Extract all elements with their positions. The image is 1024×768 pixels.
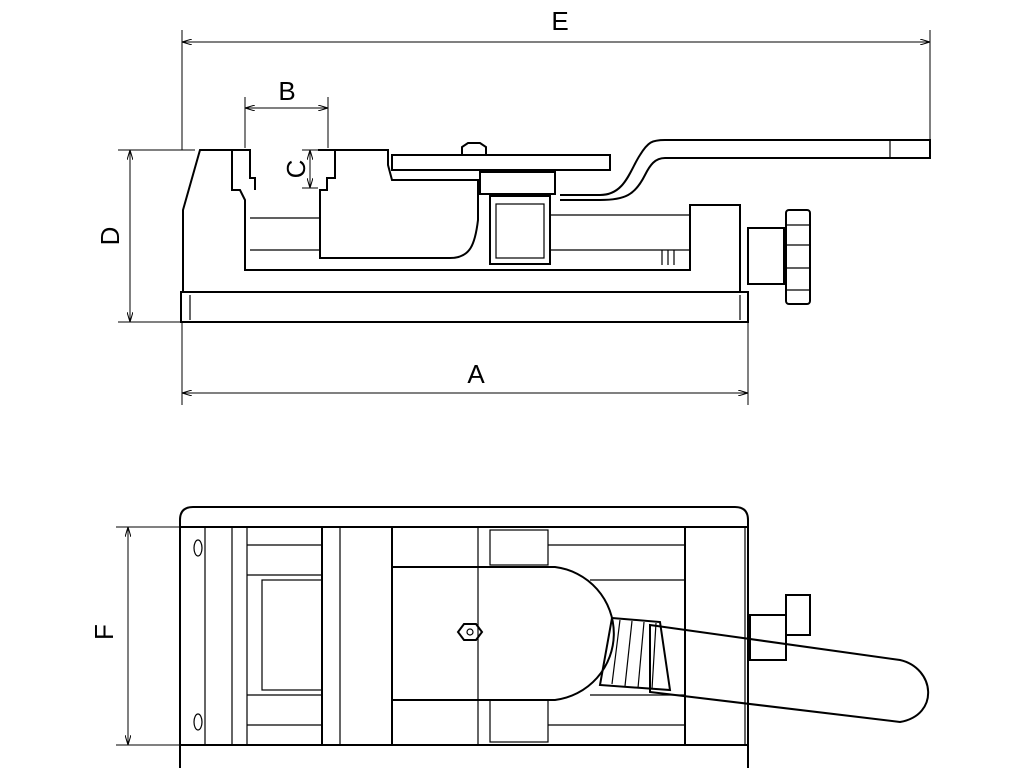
top-view bbox=[179, 506, 930, 768]
screw-shaft-top bbox=[749, 614, 787, 661]
knob-top bbox=[785, 594, 811, 636]
dimension-e: E bbox=[181, 6, 931, 150]
dimension-a: A bbox=[181, 322, 749, 405]
dimension-label-b: B bbox=[278, 76, 295, 106]
dimension-c: C bbox=[281, 149, 318, 189]
dimension-label-d: D bbox=[95, 227, 125, 246]
side-view bbox=[180, 139, 931, 323]
dimension-b: B bbox=[244, 76, 329, 148]
dimension-label-e: E bbox=[551, 6, 568, 36]
dimension-label-c: C bbox=[281, 160, 311, 179]
fixed-jaw bbox=[232, 149, 256, 190]
handle-grip bbox=[598, 616, 672, 692]
movable-jaw bbox=[318, 149, 479, 259]
handle-tube bbox=[649, 623, 930, 724]
clamp-head bbox=[479, 171, 556, 195]
dimension-label-a: A bbox=[467, 359, 485, 389]
lever-nut bbox=[461, 142, 487, 155]
clamp-lever bbox=[391, 154, 611, 171]
vise-body bbox=[182, 149, 741, 292]
handle-side bbox=[560, 139, 931, 201]
base-outline bbox=[179, 506, 749, 768]
center-nut bbox=[456, 623, 484, 641]
dimension-label-f: F bbox=[89, 624, 119, 640]
screw-shaft bbox=[747, 227, 785, 285]
adjustment-knob bbox=[785, 209, 811, 305]
clamp-plate bbox=[391, 566, 615, 701]
dimension-f: F bbox=[89, 526, 182, 746]
dimension-d: D bbox=[95, 149, 195, 323]
base-plate bbox=[180, 291, 749, 323]
clamp-block bbox=[489, 195, 551, 265]
